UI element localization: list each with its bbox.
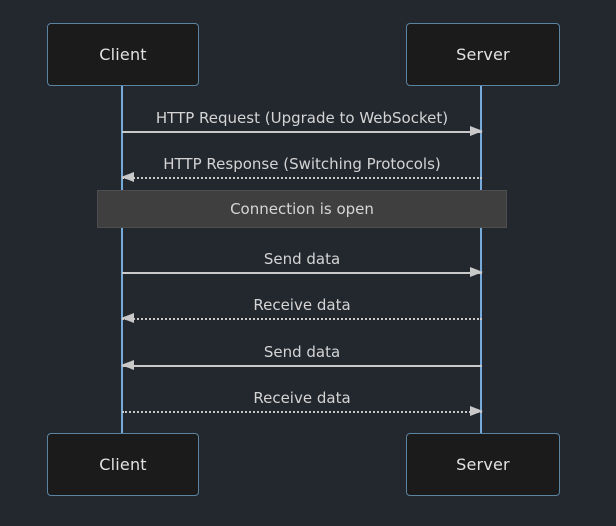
message-line <box>122 131 482 133</box>
message-label: Send data <box>263 250 341 268</box>
actor-label-client-bottom: Client <box>99 455 147 474</box>
message-line <box>122 411 482 413</box>
message-label: Send data <box>263 343 341 361</box>
message-line <box>122 177 482 179</box>
message-line <box>122 318 482 320</box>
actor-label-server-bottom: Server <box>456 455 510 474</box>
message-label: HTTP Response (Switching Protocols) <box>163 155 441 173</box>
actor-label-server: Server <box>456 45 510 64</box>
arrowhead-icon <box>470 267 483 277</box>
actor-box-server-bottom: Server <box>406 433 560 496</box>
actor-box-client-bottom: Client <box>47 433 199 496</box>
message-line <box>122 272 482 274</box>
arrowhead-icon <box>121 313 134 323</box>
message-label: Receive data <box>253 296 351 314</box>
actor-box-client-top: Client <box>47 23 199 86</box>
message-line <box>122 365 482 367</box>
arrowhead-icon <box>470 406 483 416</box>
message-label: Receive data <box>253 389 351 407</box>
actor-label-client: Client <box>99 45 147 64</box>
arrowhead-icon <box>470 126 483 136</box>
arrowhead-icon <box>121 172 134 182</box>
actor-box-server-top: Server <box>406 23 560 86</box>
note-connection-open: Connection is open <box>97 190 507 228</box>
lifeline-server <box>480 86 482 433</box>
message-label: HTTP Request (Upgrade to WebSocket) <box>155 109 449 127</box>
note-label: Connection is open <box>230 200 374 218</box>
lifeline-client <box>121 86 123 433</box>
arrowhead-icon <box>121 360 134 370</box>
